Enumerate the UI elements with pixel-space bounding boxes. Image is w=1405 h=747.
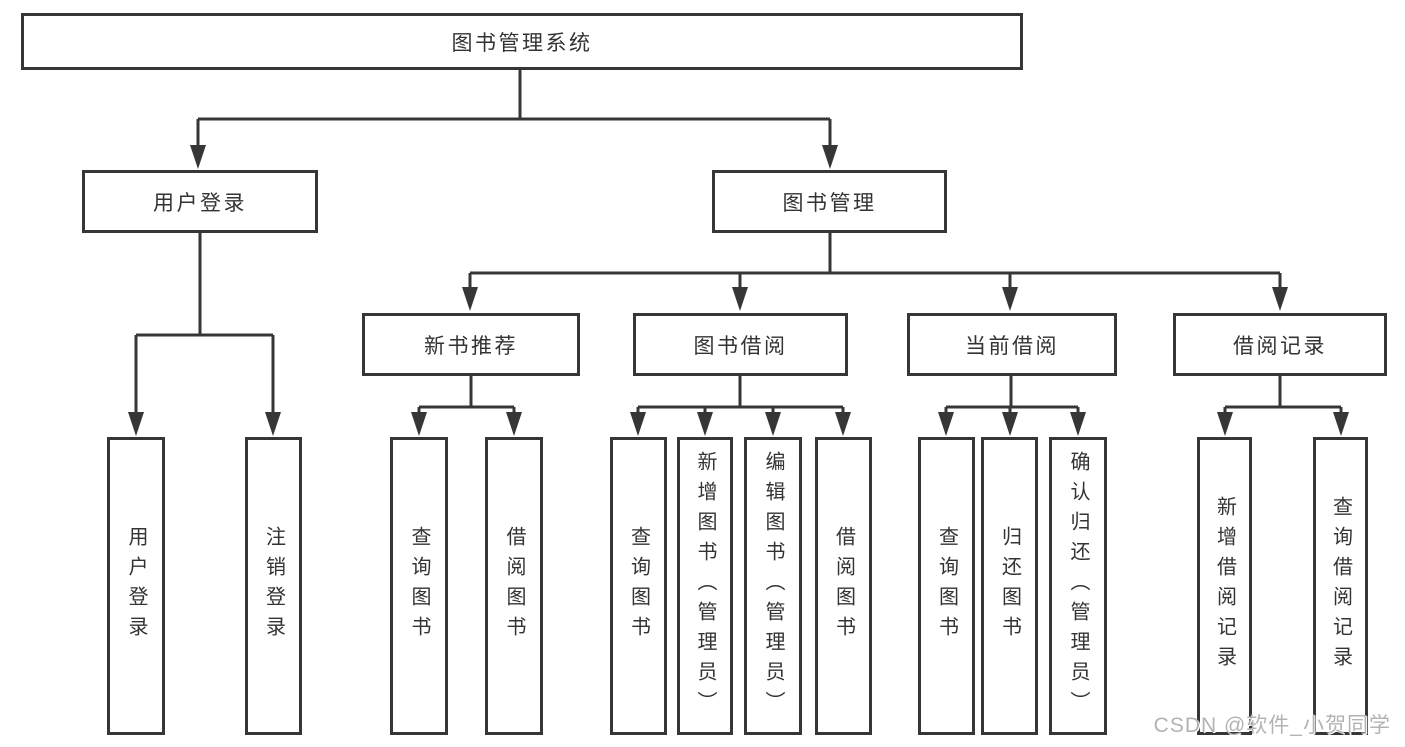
- node-label: 当前借阅: [965, 334, 1059, 358]
- connector-book-borrowing-to-leaves: [636, 376, 845, 417]
- leaf-records-add-borrow-record: 新增借阅记录: [1197, 437, 1252, 735]
- node-label: 图书管理系统: [451, 31, 593, 55]
- arrowhead-down-icon: [190, 145, 206, 169]
- node-book-management: 图书管理: [712, 170, 947, 233]
- leaf-records-query-borrow-record: 查询借阅记录: [1313, 437, 1368, 735]
- arrowhead-down-icon: [1002, 287, 1018, 311]
- arrowhead-down-icon: [697, 412, 713, 436]
- leaf-borrowing-query-books: 查询图书: [610, 437, 667, 735]
- node-label: 确认归还（管理员）: [1067, 451, 1089, 721]
- arrowhead-down-icon: [835, 412, 851, 436]
- node-label: 新书推荐: [424, 334, 518, 358]
- node-library-management-system: 图书管理系统: [21, 13, 1023, 70]
- arrowhead-down-icon: [732, 287, 748, 311]
- node-current-borrowing: 当前借阅: [907, 313, 1117, 376]
- arrowhead-down-icon: [128, 412, 144, 436]
- node-label: 查询图书: [408, 526, 430, 646]
- arrowhead-down-icon: [765, 412, 781, 436]
- arrowhead-down-icon: [462, 287, 478, 311]
- leaf-current-return-books: 归还图书: [981, 437, 1038, 735]
- node-label: 查询图书: [935, 526, 958, 646]
- node-book-borrowing: 图书借阅: [633, 313, 848, 376]
- watermark: CSDN @软件_小贺同学: [1153, 714, 1391, 737]
- node-user-login: 用户登录: [82, 170, 318, 233]
- arrowhead-down-icon: [938, 412, 954, 436]
- node-label: 查询图书: [627, 526, 650, 646]
- arrowhead-down-icon: [1070, 412, 1086, 436]
- connector-borrowing-records-to-leaves: [1223, 376, 1343, 417]
- arrowhead-down-icon: [1272, 287, 1288, 311]
- arrowhead-down-icon: [506, 412, 522, 436]
- leaf-borrowing-add-books-admin: 新增图书（管理员）: [677, 437, 733, 735]
- connector-user-login-to-leaves: [134, 233, 275, 416]
- node-label: 查询借阅记录: [1329, 496, 1352, 676]
- arrowhead-down-icon: [1002, 412, 1018, 436]
- node-label: 用户登录: [153, 191, 247, 215]
- leaf-current-confirm-return-admin: 确认归还（管理员）: [1049, 437, 1107, 735]
- node-label: 新增借阅记录: [1213, 496, 1236, 676]
- leaf-current-query-books: 查询图书: [918, 437, 975, 735]
- arrowhead-down-icon: [822, 145, 838, 169]
- arrowhead-down-icon: [265, 412, 281, 436]
- node-label: 图书借阅: [693, 334, 788, 358]
- leaf-logout: 注销登录: [245, 437, 302, 735]
- node-label: 借阅记录: [1233, 334, 1327, 358]
- leaf-borrowing-edit-books-admin: 编辑图书（管理员）: [744, 437, 802, 735]
- node-label: 借阅图书: [503, 526, 525, 646]
- connector-new-book-recommendation-to-leaves: [417, 376, 516, 417]
- connector-book-management-to-level3: [468, 233, 1282, 292]
- node-label: 归还图书: [998, 526, 1021, 646]
- node-label: 编辑图书（管理员）: [762, 451, 784, 721]
- arrowhead-down-icon: [1333, 412, 1349, 436]
- arrowhead-down-icon: [411, 412, 427, 436]
- node-label: 图书管理: [782, 191, 877, 215]
- connector-root-to-level2: [196, 70, 832, 150]
- node-label: 用户登录: [125, 526, 147, 646]
- node-label: 注销登录: [262, 526, 285, 646]
- node-label: 新增图书（管理员）: [694, 451, 716, 721]
- leaf-recommend-borrow-books: 借阅图书: [485, 437, 543, 735]
- node-label: 借阅图书: [832, 526, 855, 646]
- arrowhead-down-icon: [630, 412, 646, 436]
- leaf-user-login: 用户登录: [107, 437, 165, 735]
- leaf-recommend-query-books: 查询图书: [390, 437, 448, 735]
- arrowhead-down-icon: [1217, 412, 1233, 436]
- node-new-book-recommendation: 新书推荐: [362, 313, 580, 376]
- node-borrowing-records: 借阅记录: [1173, 313, 1387, 376]
- connector-current-borrowing-to-leaves: [944, 376, 1080, 417]
- leaf-borrowing-borrow-books: 借阅图书: [815, 437, 872, 735]
